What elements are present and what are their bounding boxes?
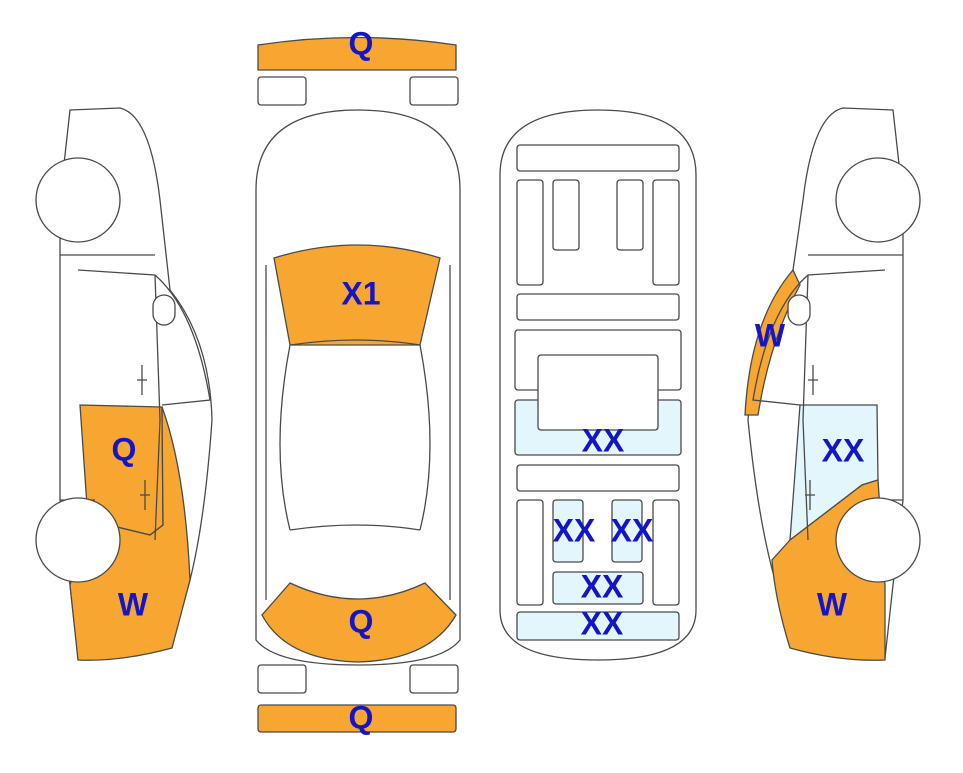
underbody-front-right-inner: [616, 179, 644, 251]
left-pillar-line: [154, 274, 161, 541]
top-car-body: [255, 109, 461, 666]
trunk-panel[interactable]: [261, 582, 457, 663]
floor-seat-right-label: XX: [611, 512, 654, 548]
left-front-fender-panel[interactable]: [69, 406, 191, 661]
floor-rear-1-label: XX: [581, 568, 624, 604]
rear-taillight-right: [409, 664, 459, 694]
front-headlight-left: [257, 76, 307, 106]
underbody-view: XX XX XX XX XX: [499, 109, 697, 661]
underbody-front-right-rail: [652, 179, 680, 286]
floor-rear-2-label: XX: [581, 605, 624, 641]
front-headlight-right: [409, 76, 459, 106]
right-windshield-edge-label: W: [755, 317, 786, 353]
rear-taillight-left: [257, 664, 307, 694]
top-roof-left: [279, 344, 291, 531]
right-front-door-label: XX: [822, 432, 865, 468]
underbody-front-left-inner: [552, 179, 580, 251]
right-handle-rear: [808, 365, 818, 395]
top-windshield-line: [289, 339, 421, 346]
top-rear-window: [289, 524, 421, 531]
right-window-line: [752, 269, 886, 406]
underbody-rear-right-rail: [652, 499, 680, 606]
left-rear-wheel: [35, 157, 121, 243]
underbody-rear-left-rail: [516, 499, 544, 606]
hood-panel[interactable]: [273, 244, 441, 346]
front-bumper-label: Q: [349, 25, 374, 61]
top-roof-right: [419, 344, 431, 531]
right-windshield-edge-panel[interactable]: [744, 268, 801, 416]
top-view: Q X1 Q Q: [255, 25, 461, 735]
left-mirror: [152, 294, 176, 326]
left-window-line: [77, 269, 211, 406]
right-front-fender-label: W: [817, 586, 848, 622]
right-front-wheel: [835, 497, 921, 583]
left-front-fender-label: W: [118, 586, 149, 622]
right-handle-front: [805, 480, 815, 510]
floor-center-label: XX: [582, 422, 625, 458]
underbody-front-plate: [516, 144, 680, 172]
underbody-rear-panel-2[interactable]: [516, 611, 680, 641]
right-pillar-line: [802, 274, 809, 541]
underbody-seat-right-panel[interactable]: [611, 499, 643, 563]
right-rear-wheel: [835, 157, 921, 243]
underbody-front-left-rail: [516, 179, 544, 286]
underbody-crossmember: [516, 293, 680, 321]
trunk-label: Q: [349, 603, 374, 639]
underbody-engine-block: [537, 354, 659, 431]
right-side-view: W XX W: [744, 107, 921, 661]
floor-seat-left-label: XX: [553, 512, 596, 548]
left-handle-rear: [137, 365, 147, 395]
left-front-door-label: Q: [112, 431, 137, 467]
underbody-mid-crossmember: [516, 464, 680, 492]
underbody-seat-left-panel[interactable]: [552, 499, 584, 563]
rear-bumper-panel[interactable]: [257, 704, 457, 733]
front-bumper-panel[interactable]: [257, 36, 457, 71]
underbody-rear-panel-1[interactable]: [552, 571, 644, 605]
left-front-wheel: [35, 497, 121, 583]
right-mirror: [787, 294, 811, 326]
hood-label: X1: [341, 275, 380, 311]
left-side-view: Q W: [35, 107, 213, 661]
left-handle-front: [140, 480, 150, 510]
rear-bumper-label: Q: [349, 699, 374, 735]
